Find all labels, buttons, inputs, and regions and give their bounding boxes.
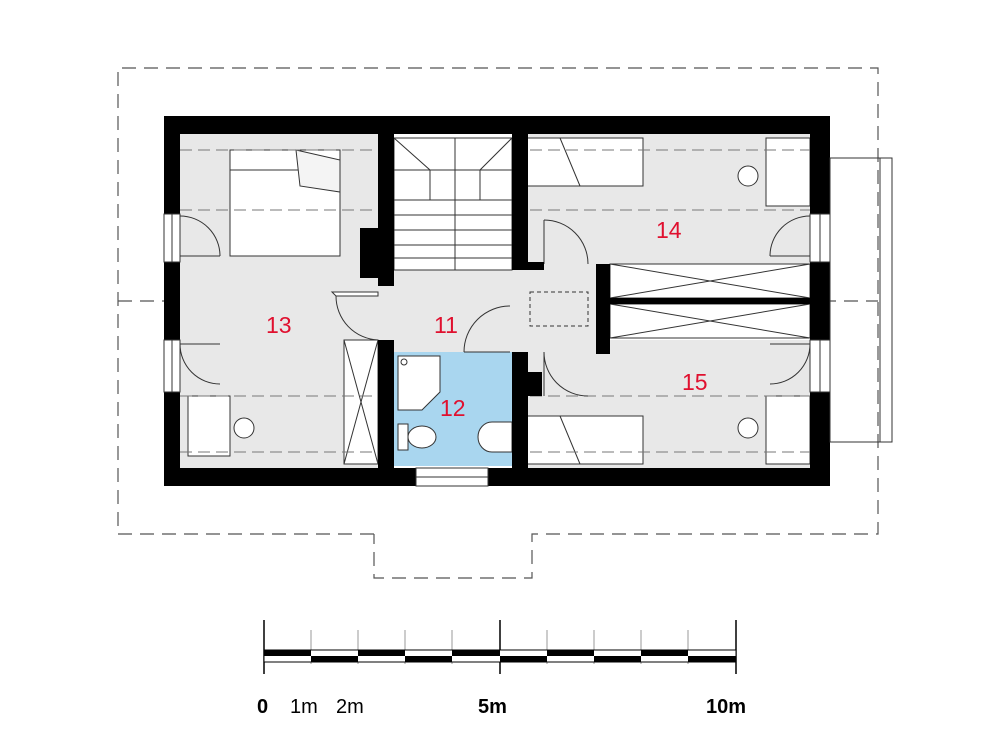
walls bbox=[164, 116, 830, 486]
scale-label-5m: 5m bbox=[478, 696, 507, 718]
room-label-13: 13 bbox=[266, 312, 292, 338]
scale-label-2m: 2m bbox=[336, 696, 364, 718]
furniture bbox=[187, 137, 811, 465]
bed-15 bbox=[524, 415, 644, 465]
toilet-cistern bbox=[397, 423, 409, 451]
desk-14 bbox=[765, 137, 811, 207]
scale-label-1m: 1m bbox=[290, 696, 318, 718]
desk-15 bbox=[765, 395, 811, 465]
washbasin bbox=[477, 421, 513, 453]
door-14 bbox=[543, 219, 589, 265]
room-label-12: 12 bbox=[440, 395, 466, 421]
staircase bbox=[393, 137, 513, 271]
scale-bar: 0 1m 2m 5m 10m bbox=[257, 620, 746, 718]
chair-15 bbox=[737, 417, 759, 439]
room-label-14: 14 bbox=[656, 217, 682, 243]
windows bbox=[163, 213, 831, 487]
shower-tray bbox=[397, 355, 441, 411]
room-label-11: 11 bbox=[434, 312, 458, 338]
doors bbox=[179, 215, 811, 397]
balcony bbox=[829, 157, 893, 443]
scale-label-0: 0 bbox=[257, 696, 268, 718]
bed-14 bbox=[524, 137, 644, 187]
chair-14 bbox=[737, 165, 759, 187]
chair-13 bbox=[233, 417, 255, 439]
toilet-bowl bbox=[407, 425, 437, 449]
room-label-15: 15 bbox=[682, 369, 708, 395]
door-15 bbox=[543, 351, 589, 397]
door-13 bbox=[330, 291, 379, 297]
desk-13 bbox=[187, 395, 231, 457]
attic-hatch bbox=[529, 291, 589, 327]
slope-lines bbox=[180, 149, 810, 453]
scale-label-10m: 10m bbox=[706, 696, 746, 718]
